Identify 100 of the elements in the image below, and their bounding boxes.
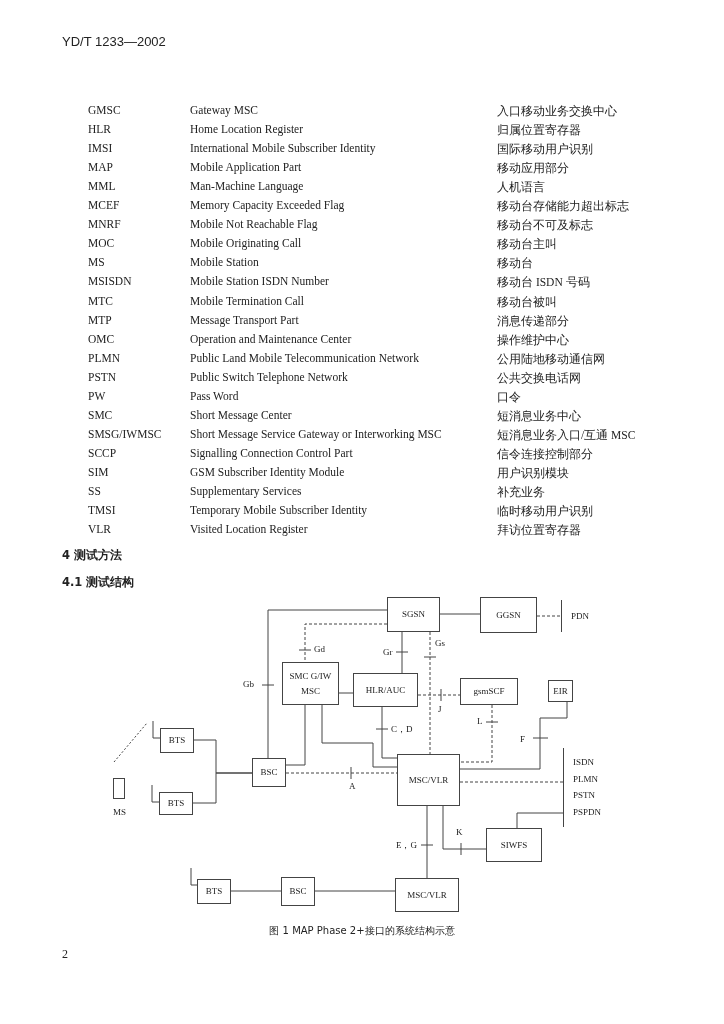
table-cell: 短消息业务中心 xyxy=(497,408,581,424)
table-cell: GSM Subscriber Identity Module xyxy=(190,465,345,478)
edge-label: Gs xyxy=(435,638,445,648)
node-text: SMC G/IW MSC xyxy=(288,669,333,698)
table-cell: Visited Location Register xyxy=(190,523,308,536)
node-text: GGSN xyxy=(496,608,521,622)
eir-box xyxy=(548,680,573,702)
connector-line xyxy=(417,694,461,696)
sgsn-box xyxy=(387,597,440,632)
connector-line xyxy=(439,613,481,615)
table-cell: MTC xyxy=(88,294,113,307)
siwfs-box xyxy=(486,828,542,862)
node-text: PLMN xyxy=(573,772,598,786)
bts-box xyxy=(159,792,193,815)
connector-line xyxy=(459,781,564,783)
bts-box xyxy=(160,728,194,753)
connector-line xyxy=(401,631,403,674)
table-cell: 用户识别模块 xyxy=(497,465,569,481)
table-cell: Gateway MSC xyxy=(190,104,259,116)
section-heading: 4 测试方法 xyxy=(62,548,122,563)
table-cell: Temporary Mobile Subscriber Identity xyxy=(190,504,368,517)
scf-box xyxy=(460,678,518,705)
connector-line xyxy=(459,701,568,770)
table-cell: 移动台存储能力超出标志 xyxy=(497,199,629,215)
connector-line xyxy=(192,772,253,804)
table-cell: Signalling Connection Control Part xyxy=(190,446,353,459)
msc-box xyxy=(395,878,459,912)
table-cell: Short Message Service Gateway or Interworking MSC xyxy=(190,427,442,440)
table-cell: International Mobile Subscriber Identity xyxy=(190,142,376,155)
table-cell: 移动台 ISDN 号码 xyxy=(497,275,590,291)
table-cell: 移动台 xyxy=(497,256,533,272)
connector-line xyxy=(516,812,564,829)
connector-line xyxy=(459,704,493,763)
ggsn-box xyxy=(480,597,537,633)
table-cell: MML xyxy=(88,180,116,193)
edge-label: K xyxy=(456,827,463,837)
node-text: SIWFS xyxy=(500,838,528,852)
connector-line xyxy=(442,805,487,850)
table-cell: Mobile Originating Call xyxy=(190,237,302,250)
table-cell: TMSI xyxy=(88,504,116,517)
table-cell: Pass Word xyxy=(190,389,239,402)
table-cell: 短消息业务入口/互通 MSC xyxy=(497,427,636,443)
edge-label: A xyxy=(349,781,356,791)
table-cell: SCCP xyxy=(88,446,117,459)
hlr-box xyxy=(353,673,418,707)
table-cell: MS xyxy=(88,256,105,269)
table-cell: 口令 xyxy=(497,389,521,405)
node-text: BTS xyxy=(205,885,223,898)
table-cell: 公用陆地移动通信网 xyxy=(497,351,605,367)
connector-line xyxy=(426,805,428,879)
table-cell: 消息传递部分 xyxy=(497,313,569,329)
node-text: SGSN xyxy=(402,608,425,621)
connector-line xyxy=(304,623,388,663)
table-cell: 入口移动业务交换中心 xyxy=(497,104,617,119)
table-cell: 国际移动用户识别 xyxy=(497,142,593,158)
table-cell: 移动台主叫 xyxy=(497,237,557,253)
node-text: gsmSCF xyxy=(473,685,505,698)
table-cell: Message Transport Part xyxy=(190,313,299,326)
table-cell: IMSI xyxy=(88,142,113,155)
connector-line xyxy=(429,631,431,755)
msc-box xyxy=(397,754,460,806)
node-text: MSC/VLR xyxy=(408,773,449,787)
table-cell: Public Switch Telephone Network xyxy=(190,370,348,383)
bsc-box xyxy=(281,877,315,906)
table-cell: Operation and Maintenance Center xyxy=(190,332,352,345)
table-cell: SMC xyxy=(88,408,113,421)
connector-line xyxy=(381,706,398,759)
node-text: ISDN xyxy=(573,756,594,769)
table-cell: Home Location Register xyxy=(190,123,304,136)
connector-line xyxy=(338,692,354,694)
node-text: PSPDN xyxy=(573,805,601,819)
table-cell: MSISDN xyxy=(88,275,132,288)
table-cell: PSTN xyxy=(88,370,117,383)
page-number: 2 xyxy=(62,947,68,962)
node-text: BTS xyxy=(167,797,185,810)
table-cell: 临时移动用户识别 xyxy=(497,504,593,520)
node-caption: MS xyxy=(113,807,126,817)
edge-label: F xyxy=(520,734,525,744)
connector-line xyxy=(314,890,396,892)
table-cell: PW xyxy=(88,389,106,402)
table-cell: PLMN xyxy=(88,351,120,364)
bts-box xyxy=(197,879,231,904)
table-cell: Mobile Station ISDN Number xyxy=(190,275,329,288)
table-cell: Mobile Termination Call xyxy=(190,294,304,307)
table-cell: OMC xyxy=(88,332,115,345)
connector-line xyxy=(230,890,282,892)
table-cell: Memory Capacity Exceeded Flag xyxy=(190,199,345,212)
table-cell: Mobile Application Part xyxy=(190,161,302,174)
bsc-box xyxy=(252,758,286,787)
table-cell: 信令连接控制部分 xyxy=(497,446,593,462)
table-cell: SMSG/IWMSC xyxy=(88,427,162,440)
node-text: BSC xyxy=(260,766,278,779)
edge-label: Gr xyxy=(383,647,393,657)
table-cell: 归属位置寄存器 xyxy=(497,123,581,139)
table-cell: MCEF xyxy=(88,199,120,212)
table-cell: Man-Machine Language xyxy=(190,180,304,193)
node-text: BTS xyxy=(168,734,186,747)
table-cell: MTP xyxy=(88,313,112,326)
node-text: HLR/AUC xyxy=(365,683,406,697)
table-cell: MNRF xyxy=(88,218,121,231)
